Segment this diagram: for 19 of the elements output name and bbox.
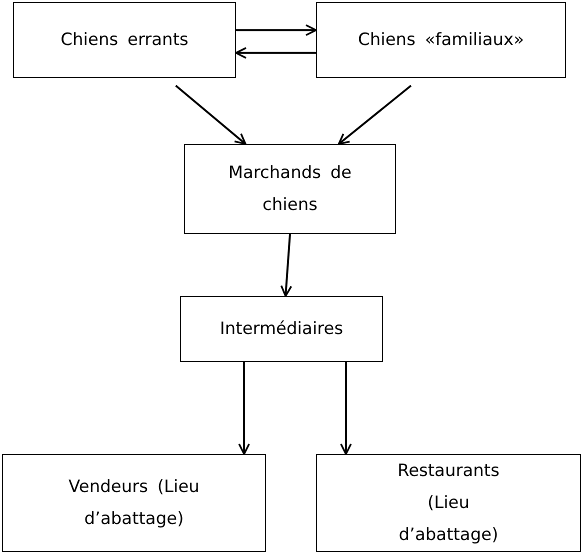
arrow [238,362,250,455]
arrow [338,84,412,145]
box-label: Restaurants (Lieu d’abattage) [396,460,500,548]
process-box [316,2,566,78]
arrow [235,47,316,59]
arrow [340,362,352,455]
box-label: Marchands de chiens [227,162,353,217]
process-box [180,296,383,362]
arrow [175,84,246,145]
arrow [280,234,292,297]
process-box [316,454,581,552]
arrow [236,24,317,36]
box-label: Vendeurs (Lieu d’abattage) [68,476,200,531]
box-label: Intermédiaires [220,318,344,341]
box-label: Chiens errants [60,28,188,52]
process-box [184,144,396,234]
box-label: Chiens «familiaux» [358,28,524,52]
process-box [2,454,266,552]
process-box [13,2,236,78]
